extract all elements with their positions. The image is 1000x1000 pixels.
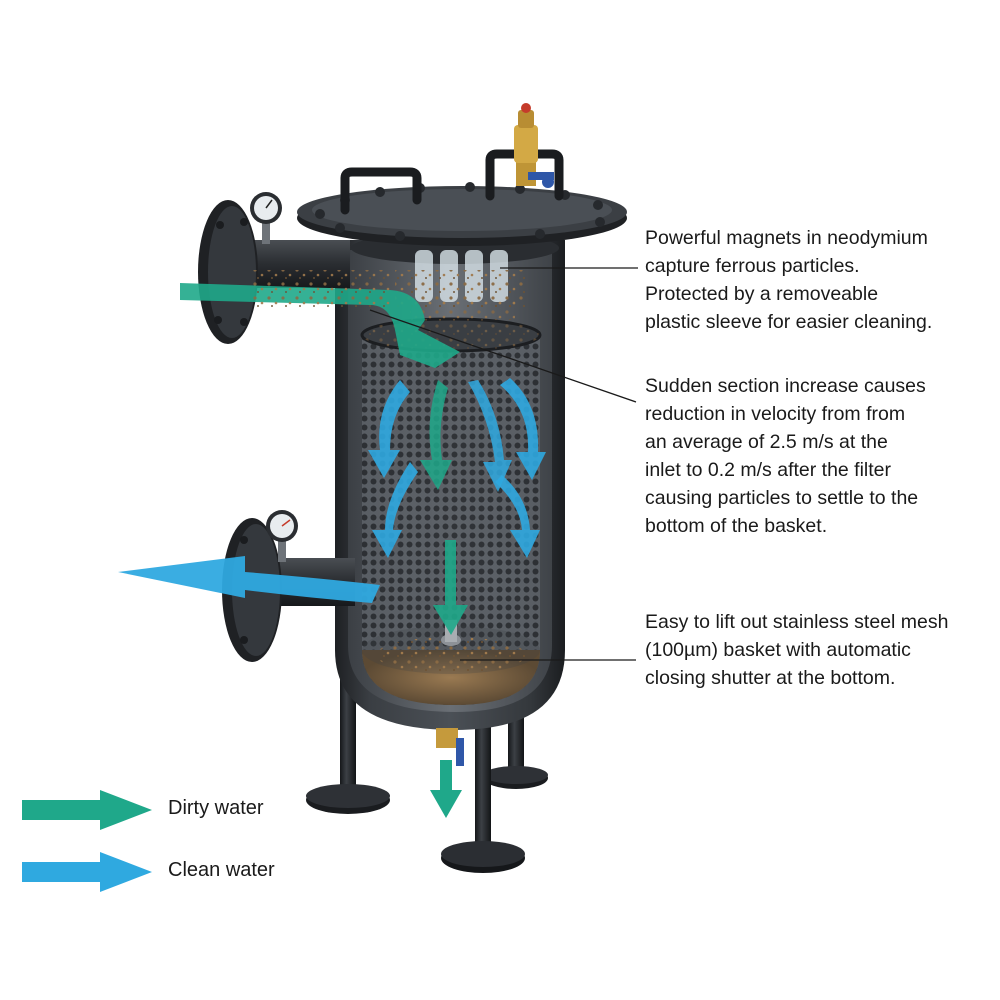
filter-lid bbox=[297, 103, 627, 246]
callout-line: plastic sleeve for easier cleaning. bbox=[645, 311, 933, 333]
callout-leaders bbox=[369, 267, 638, 661]
callout-line: Protected by a removeable bbox=[645, 283, 879, 305]
callout-magnets: Powerful magnets in neodymium capture fe… bbox=[645, 224, 995, 336]
clean-water-outlet-arrow bbox=[118, 556, 380, 603]
dirty-water-legend-arrow bbox=[22, 790, 152, 830]
callout-line: reduction in velocity from from bbox=[645, 403, 906, 425]
callout-line: closing shutter at the bottom. bbox=[645, 667, 896, 689]
callout-line: an average of 2.5 m/s at the bbox=[645, 431, 888, 453]
legend-dirty-water-label: Dirty water bbox=[168, 797, 264, 819]
air-vent-icon bbox=[514, 103, 554, 188]
internal-flow-arrows bbox=[368, 378, 546, 635]
drain-valve bbox=[430, 728, 464, 818]
callout-line: (100µm) basket with automatic bbox=[645, 639, 911, 661]
callout-line: causing particles to settle to the bbox=[645, 487, 919, 509]
callout-line: Powerful magnets in neodymium bbox=[645, 227, 928, 249]
callout-line: Sudden section increase causes bbox=[645, 375, 926, 397]
callout-line: inlet to 0.2 m/s after the filter bbox=[645, 459, 892, 481]
callout-velocity: Sudden section increase causes reduction… bbox=[645, 372, 995, 540]
callout-line: capture ferrous particles. bbox=[645, 255, 860, 277]
callout-basket: Easy to lift out stainless steel mesh (1… bbox=[645, 608, 995, 692]
legend-clean-water-label: Clean water bbox=[168, 859, 275, 881]
callout-line: bottom of the basket. bbox=[645, 515, 828, 537]
callout-line: Easy to lift out stainless steel mesh bbox=[645, 611, 949, 633]
clean-water-legend-arrow bbox=[22, 852, 152, 892]
